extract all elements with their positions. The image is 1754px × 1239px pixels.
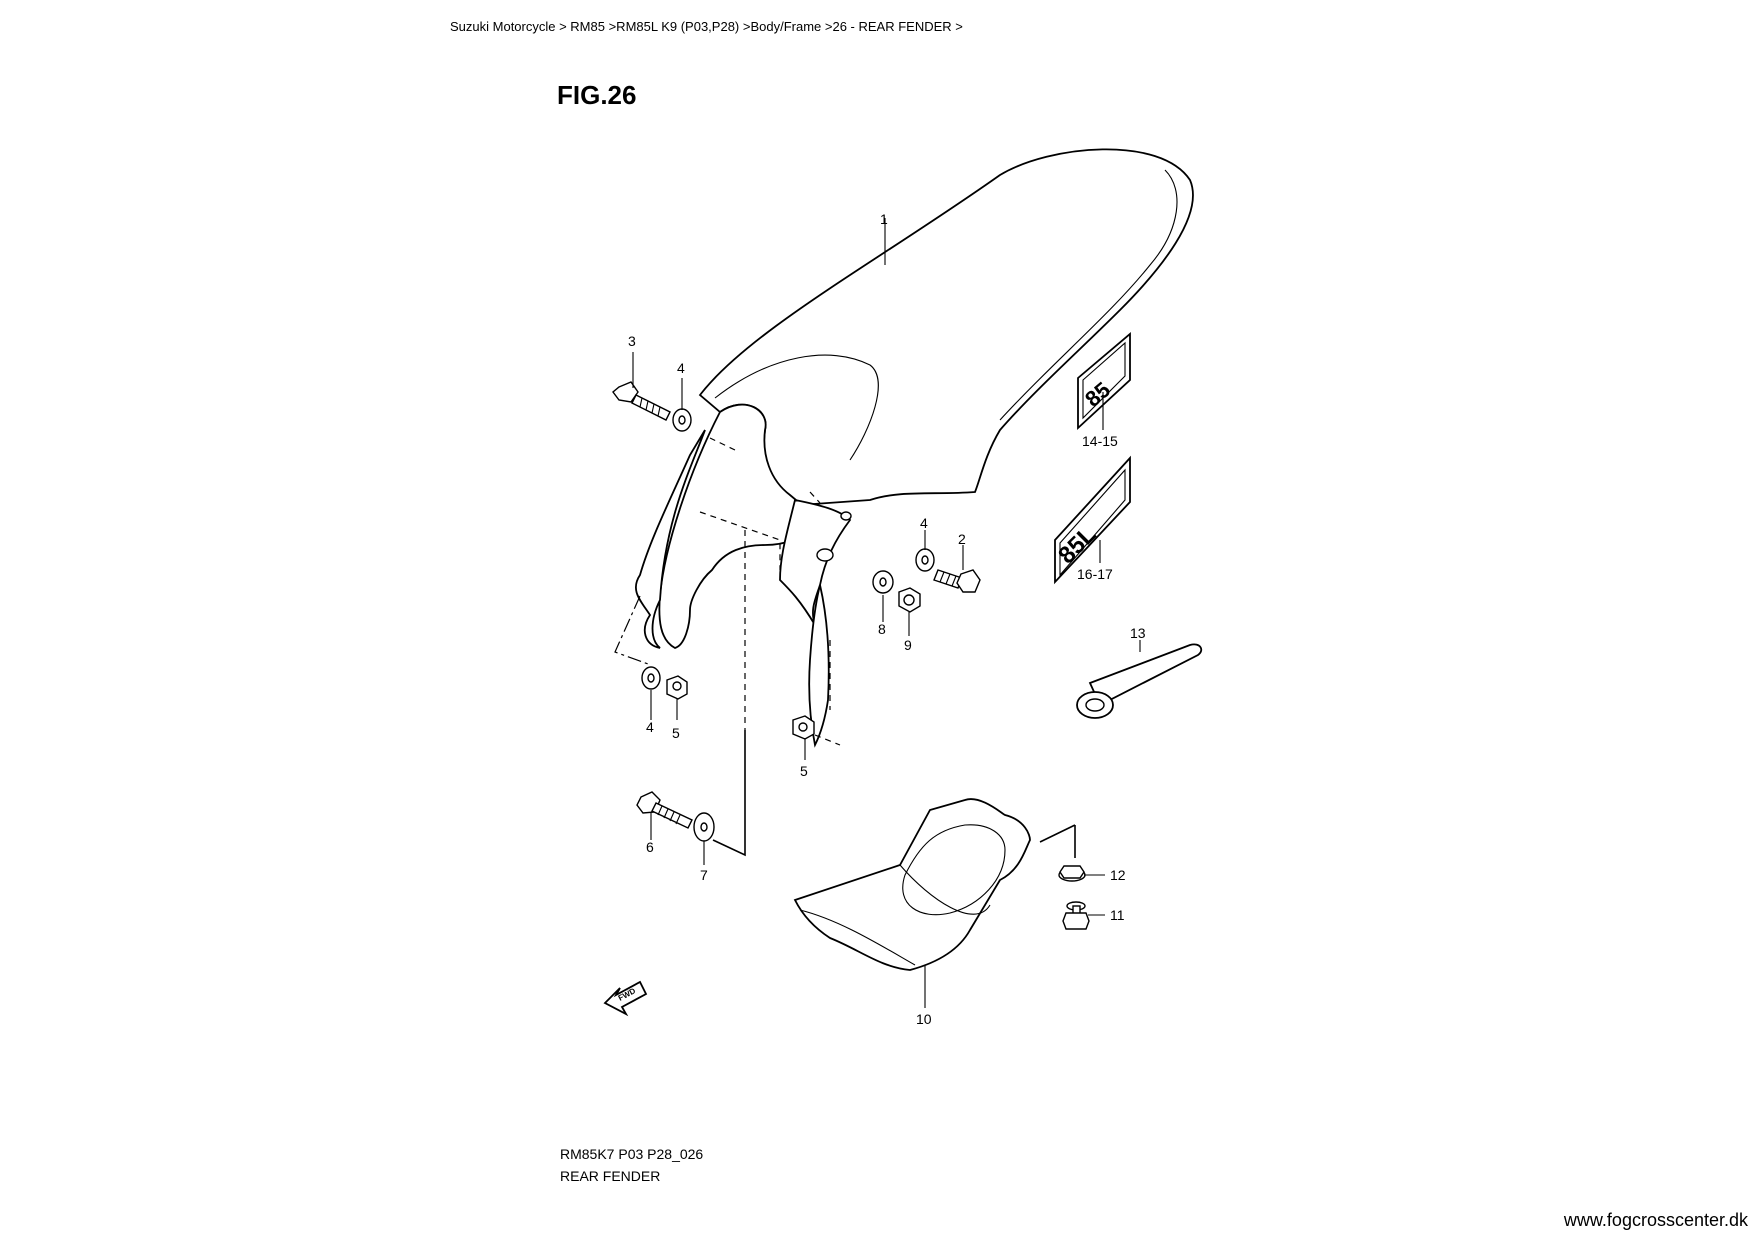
washer-4-top[interactable]	[672, 408, 692, 432]
washer-8[interactable]	[872, 570, 894, 594]
guard-part[interactable]	[793, 798, 1031, 971]
callout-4-low: 4	[646, 719, 654, 735]
decal-85-part[interactable]: 85	[1077, 332, 1131, 431]
website-link[interactable]: www.fogcrosscenter.dk	[1563, 1210, 1748, 1230]
bracket-part[interactable]	[1076, 643, 1203, 719]
nut-9[interactable]	[898, 587, 921, 613]
callout-9: 9	[904, 637, 912, 653]
callout-8: 8	[878, 621, 886, 637]
callout-2: 2	[958, 531, 966, 547]
bolt-11[interactable]	[1062, 901, 1090, 930]
callout-5-center: 5	[800, 763, 808, 779]
callout-5-left: 5	[672, 725, 680, 741]
decal-85l-part[interactable]: 85L	[1053, 455, 1131, 585]
callout-10: 10	[916, 1011, 932, 1027]
callout-16-17: 16-17	[1077, 566, 1113, 582]
callout-7: 7	[700, 867, 708, 883]
fwd-arrow-icon: FWD	[603, 980, 648, 1017]
breadcrumb[interactable]: Suzuki Motorcycle > RM85 >RM85L K9 (P03,…	[450, 19, 963, 34]
figure-title: FIG.26	[557, 80, 637, 110]
callout-4-mid: 4	[920, 515, 928, 531]
callout-3: 3	[628, 333, 636, 349]
washer-7[interactable]	[693, 812, 715, 842]
callout-1: 1	[880, 211, 888, 227]
nut-5-left[interactable]	[666, 675, 688, 700]
callout-4-top: 4	[677, 360, 685, 376]
nut-5-center[interactable]	[792, 715, 815, 740]
callout-13: 13	[1130, 625, 1146, 641]
nut-12[interactable]	[1058, 865, 1086, 882]
callout-12: 12	[1110, 867, 1126, 883]
bolt-3[interactable]	[612, 381, 671, 421]
callout-6: 6	[646, 839, 654, 855]
diagram-code: RM85K7 P03 P28_026	[560, 1146, 704, 1162]
diagram-caption: REAR FENDER	[560, 1168, 661, 1184]
callout-11: 11	[1110, 907, 1125, 923]
callout-14-15: 14-15	[1082, 433, 1118, 449]
bolt-2[interactable]	[933, 569, 981, 593]
bolt-6[interactable]	[636, 791, 693, 829]
washer-4-mid[interactable]	[915, 548, 935, 572]
washer-4-low[interactable]	[641, 666, 661, 690]
